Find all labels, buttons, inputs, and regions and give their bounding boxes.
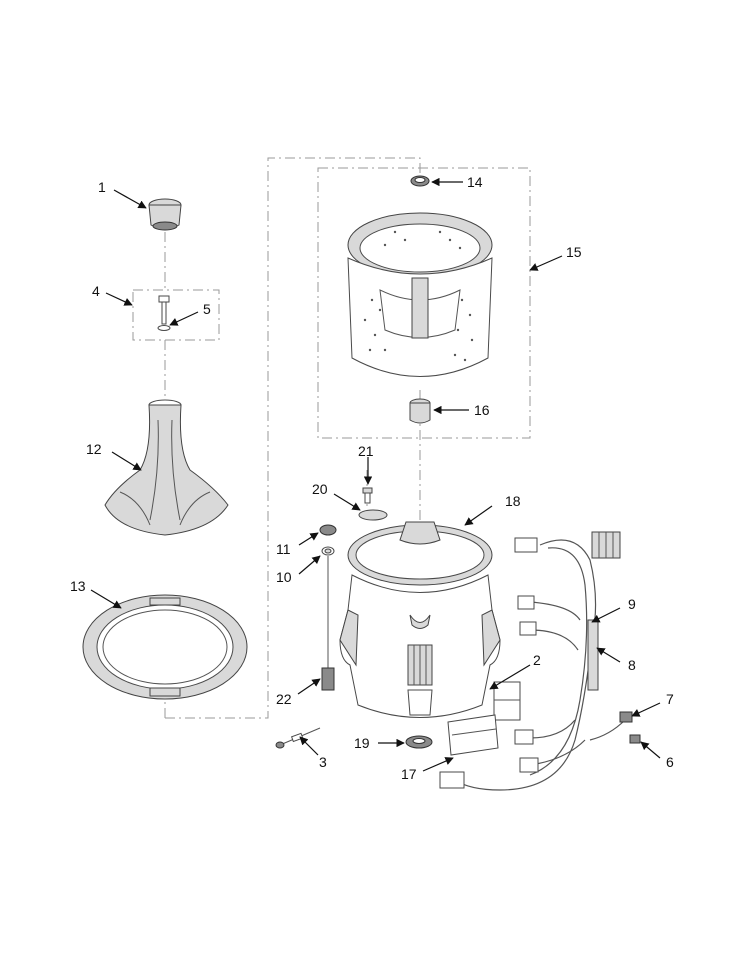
callout-13: 13 [70, 578, 86, 594]
part-screw-21[interactable] [362, 487, 373, 504]
callout-18: 18 [505, 493, 521, 509]
part-tub-ring[interactable] [82, 594, 248, 700]
part-panel-2[interactable] [493, 681, 521, 721]
part-bearing-ring[interactable] [410, 175, 430, 187]
callout-11: 11 [276, 541, 291, 557]
part-agitator-cap[interactable] [148, 198, 182, 231]
part-bolt-assembly[interactable] [157, 295, 171, 331]
callout-labels: 1 2 3 4 5 6 7 8 9 10 11 12 13 14 15 16 1… [70, 174, 674, 782]
callout-21: 21 [358, 443, 374, 459]
part-outer-tub[interactable] [339, 521, 501, 718]
part-hose-22[interactable] [321, 556, 335, 691]
part-agitator[interactable] [104, 399, 229, 536]
callout-12: 12 [86, 441, 102, 457]
part-pressure-fitting-11[interactable] [319, 524, 337, 536]
callout-4: 4 [92, 283, 100, 299]
part-wire-harness[interactable] [439, 531, 641, 791]
callout-5: 5 [203, 301, 211, 317]
part-drive-coupling[interactable] [409, 398, 431, 424]
callout-20: 20 [312, 481, 328, 497]
callout-17: 17 [401, 766, 417, 782]
part-wash-basket[interactable] [347, 212, 493, 377]
part-seal-19[interactable] [405, 735, 433, 749]
callout-15: 15 [566, 244, 582, 260]
callout-7: 7 [666, 691, 674, 707]
callout-arrows [90, 177, 661, 772]
part-board-17[interactable] [447, 714, 499, 756]
callout-2: 2 [533, 652, 541, 668]
callout-10: 10 [276, 569, 292, 585]
callout-14: 14 [467, 174, 483, 190]
callout-1: 1 [98, 179, 106, 195]
part-seal-10[interactable] [321, 546, 335, 556]
part-bracket-20[interactable] [358, 509, 388, 521]
callout-9: 9 [628, 596, 636, 612]
part-probe-3[interactable] [275, 727, 321, 749]
callout-22: 22 [276, 691, 292, 707]
callout-8: 8 [628, 657, 636, 673]
callout-6: 6 [666, 754, 674, 770]
callout-3: 3 [319, 754, 327, 770]
callout-16: 16 [474, 402, 490, 418]
callout-19: 19 [354, 735, 370, 751]
